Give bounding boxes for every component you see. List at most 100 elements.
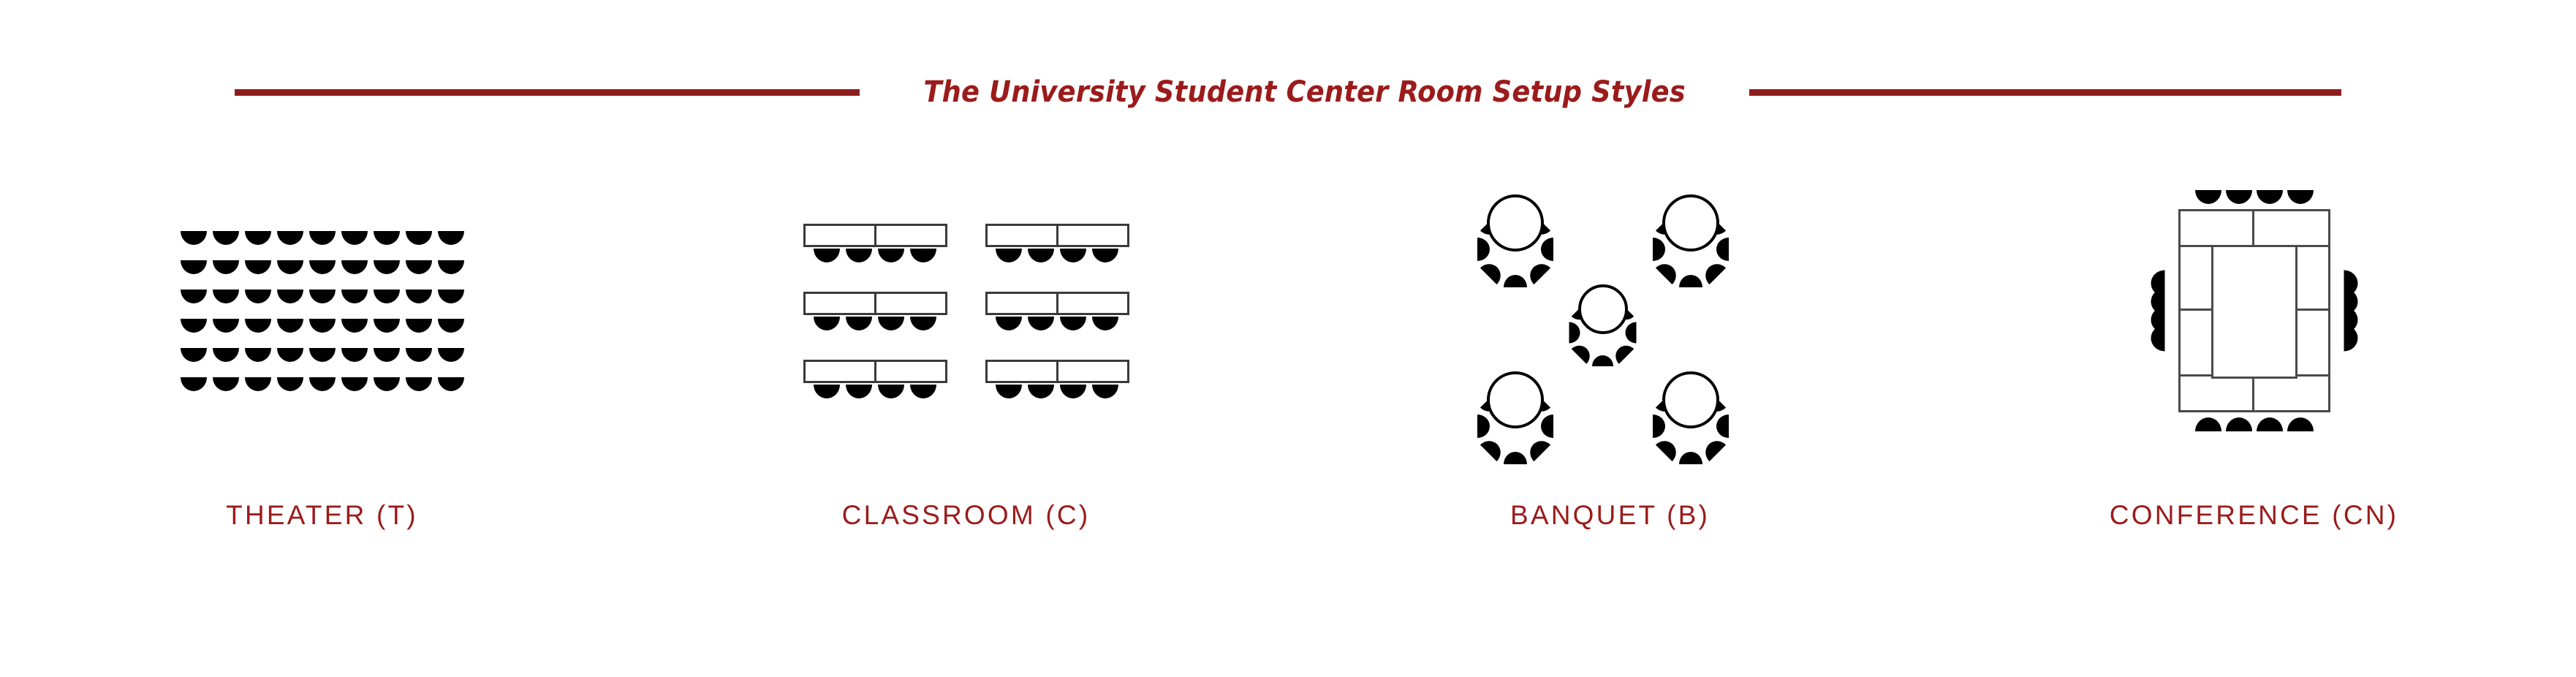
chair-icon bbox=[1678, 275, 1702, 287]
conference-chairs-bottom bbox=[2194, 417, 2314, 431]
conference-table-frame bbox=[2178, 209, 2330, 412]
chair-icon bbox=[437, 347, 464, 362]
chair-icon bbox=[341, 347, 368, 362]
conference-table-segment bbox=[2251, 374, 2330, 412]
chair-icon bbox=[308, 230, 336, 245]
chair-icon bbox=[1569, 322, 1580, 344]
chair-icon bbox=[276, 318, 303, 333]
classroom-tables bbox=[985, 359, 1129, 383]
chair-icon bbox=[1477, 238, 1490, 261]
setup-style-banquet: BANQUET (B) bbox=[1288, 139, 1932, 621]
chair-icon bbox=[244, 230, 271, 245]
banquet-table-top bbox=[1577, 284, 1628, 334]
chair-icon bbox=[308, 347, 336, 362]
classroom-tables bbox=[803, 291, 947, 315]
chair-icon bbox=[212, 318, 239, 333]
chair-icon bbox=[1700, 436, 1726, 462]
chair-icon bbox=[341, 377, 368, 391]
theater-diagram bbox=[180, 139, 464, 483]
chair-icon bbox=[405, 260, 432, 274]
header-rule-right bbox=[1749, 88, 2342, 96]
chair-icon bbox=[244, 347, 271, 362]
conference-chairs-top bbox=[2194, 190, 2314, 204]
classroom-table bbox=[985, 359, 1058, 383]
chair-icon bbox=[405, 347, 432, 362]
chair-icon bbox=[244, 289, 271, 303]
chair-icon bbox=[1655, 436, 1681, 462]
chair-icon bbox=[373, 260, 400, 274]
chair-icon bbox=[1611, 341, 1634, 364]
chair-icon bbox=[341, 289, 368, 303]
chair-icon bbox=[1524, 259, 1550, 285]
chair-icon bbox=[244, 318, 271, 333]
chair-icon bbox=[1028, 316, 1054, 330]
chair-icon bbox=[2194, 417, 2221, 431]
chair-icon bbox=[814, 384, 840, 398]
chair-icon bbox=[308, 318, 336, 333]
conference-table-segment bbox=[2178, 245, 2213, 311]
chair-icon bbox=[276, 289, 303, 303]
chair-icon bbox=[180, 289, 207, 303]
classroom-chairs bbox=[996, 384, 1118, 398]
chair-icon bbox=[1524, 436, 1550, 462]
chair-icon bbox=[341, 230, 368, 245]
theater-chair-grid bbox=[180, 230, 464, 391]
chair-icon bbox=[1028, 248, 1054, 262]
chair-icon bbox=[308, 377, 336, 391]
chair-icon bbox=[910, 248, 936, 262]
chair-icon bbox=[1592, 355, 1613, 366]
conference-table-segment bbox=[2295, 245, 2330, 311]
header: The University Student Center Room Setup… bbox=[0, 70, 2576, 114]
chair-icon bbox=[2225, 190, 2252, 204]
chair-icon bbox=[212, 347, 239, 362]
classroom-chairs bbox=[814, 384, 936, 398]
chair-icon bbox=[180, 318, 207, 333]
classroom-table bbox=[874, 291, 947, 315]
chair-icon bbox=[437, 377, 464, 391]
banquet-round-table bbox=[1477, 185, 1553, 287]
banquet-round-table bbox=[1477, 362, 1553, 464]
chair-icon bbox=[1625, 322, 1637, 344]
chair-icon bbox=[814, 316, 840, 330]
chair-icon bbox=[2194, 190, 2221, 204]
classroom-table-unit bbox=[985, 291, 1129, 330]
theater-chair-row bbox=[180, 347, 464, 362]
chair-icon bbox=[1571, 341, 1594, 364]
banquet-table-top bbox=[1486, 371, 1544, 428]
chair-icon bbox=[373, 347, 400, 362]
chair-icon bbox=[180, 260, 207, 274]
chair-icon bbox=[1060, 316, 1086, 330]
chair-icon bbox=[276, 260, 303, 274]
chair-icon bbox=[373, 377, 400, 391]
chair-icon bbox=[373, 318, 400, 333]
conference-table-segment bbox=[2178, 374, 2254, 412]
caption-theater: THEATER (T) bbox=[226, 500, 418, 530]
chair-icon bbox=[2225, 417, 2252, 431]
conference-table-group bbox=[2145, 190, 2364, 431]
chair-icon bbox=[405, 318, 432, 333]
chair-icon bbox=[212, 260, 239, 274]
chair-icon bbox=[180, 377, 207, 391]
chair-icon bbox=[1652, 238, 1665, 261]
chair-icon bbox=[212, 230, 239, 245]
chair-icon bbox=[1655, 259, 1681, 285]
chair-icon bbox=[276, 347, 303, 362]
chair-icon bbox=[1652, 415, 1665, 438]
classroom-table-unit bbox=[803, 223, 947, 262]
chair-icon bbox=[996, 384, 1022, 398]
theater-chair-row bbox=[180, 230, 464, 245]
classroom-chairs bbox=[996, 316, 1118, 330]
classroom-table bbox=[985, 223, 1058, 247]
chair-icon bbox=[910, 384, 936, 398]
chair-icon bbox=[212, 289, 239, 303]
theater-chair-row bbox=[180, 289, 464, 303]
chair-icon bbox=[1716, 238, 1729, 261]
chair-icon bbox=[180, 230, 207, 245]
classroom-table bbox=[874, 359, 947, 383]
chair-icon bbox=[1480, 259, 1506, 285]
chair-icon bbox=[1678, 452, 1702, 464]
chair-icon bbox=[437, 230, 464, 245]
banquet-table-top bbox=[1662, 371, 1719, 428]
chair-icon bbox=[2287, 190, 2314, 204]
header-rule-left bbox=[234, 88, 860, 96]
